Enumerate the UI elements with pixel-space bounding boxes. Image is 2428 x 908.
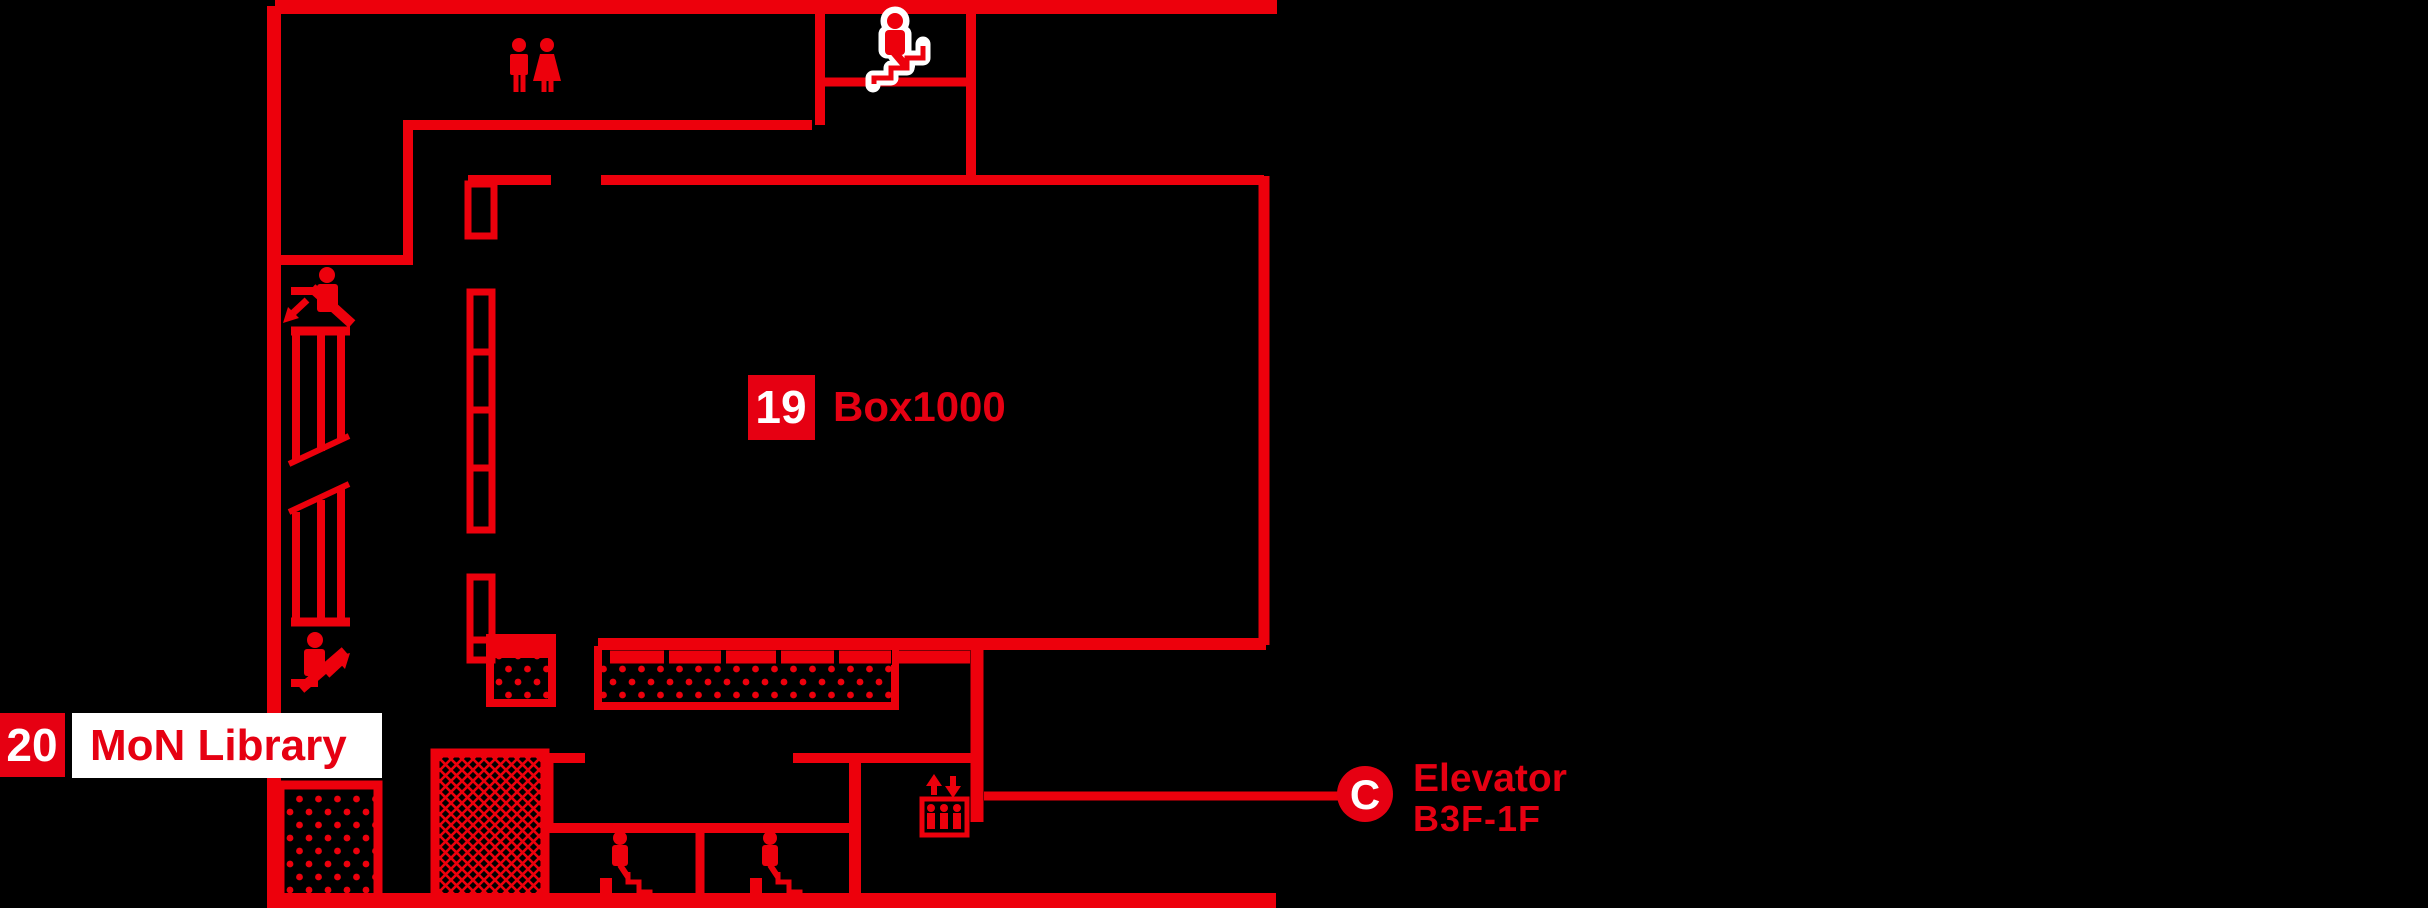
- dotted-area-bottom-left: [275, 780, 383, 903]
- escalator-rails: [292, 335, 345, 620]
- room19-number-badge: [748, 375, 815, 440]
- display-case-3: [466, 573, 496, 664]
- elevator-icon: [919, 774, 970, 838]
- room19-label: 19 Box1000: [748, 375, 1006, 440]
- escalator-caps: [291, 326, 350, 627]
- room19-number: 19: [755, 381, 806, 433]
- elevator-marker-title: Elevator: [1413, 757, 1567, 800]
- crosshatch-area: [430, 748, 550, 903]
- elevator-marker: C Elevator B3F-1F: [984, 757, 1567, 839]
- stairs-icon-bottom-right: [750, 831, 803, 895]
- dotted-area-small-band: [490, 638, 552, 658]
- room20-number-badge: [0, 713, 65, 777]
- escalator-down-icon: [283, 267, 356, 328]
- building-outline: [267, 0, 1277, 908]
- room20-name-plate: [72, 713, 382, 778]
- elevator-marker-floors: B3F-1F: [1413, 798, 1541, 839]
- escalator-diagonals: [287, 433, 351, 515]
- display-case-1: [464, 180, 498, 240]
- room20-label: 20 MoN Library: [0, 713, 382, 778]
- restroom-icon: [510, 38, 561, 92]
- elevator-marker-badge: [1337, 766, 1393, 822]
- room20-name: MoN Library: [90, 721, 347, 770]
- escalator-up-icon: [291, 632, 350, 693]
- hatched-areas: [275, 634, 970, 903]
- left-wall-bar: [267, 6, 281, 908]
- escalator-shaft: [287, 326, 351, 627]
- display-case-2-dividers: [470, 348, 492, 472]
- bottom-wall-bar: [275, 893, 1276, 908]
- room19-name: Box1000: [833, 383, 1006, 430]
- display-cases: [464, 180, 498, 664]
- elevator-marker-letter: C: [1350, 771, 1380, 818]
- interior-walls: [281, 12, 1270, 895]
- room20-number: 20: [6, 719, 57, 771]
- stairs-icon-bottom-left: [600, 831, 653, 895]
- top-wall-bar: [275, 0, 1277, 14]
- stairs-icon-top: [865, 6, 931, 93]
